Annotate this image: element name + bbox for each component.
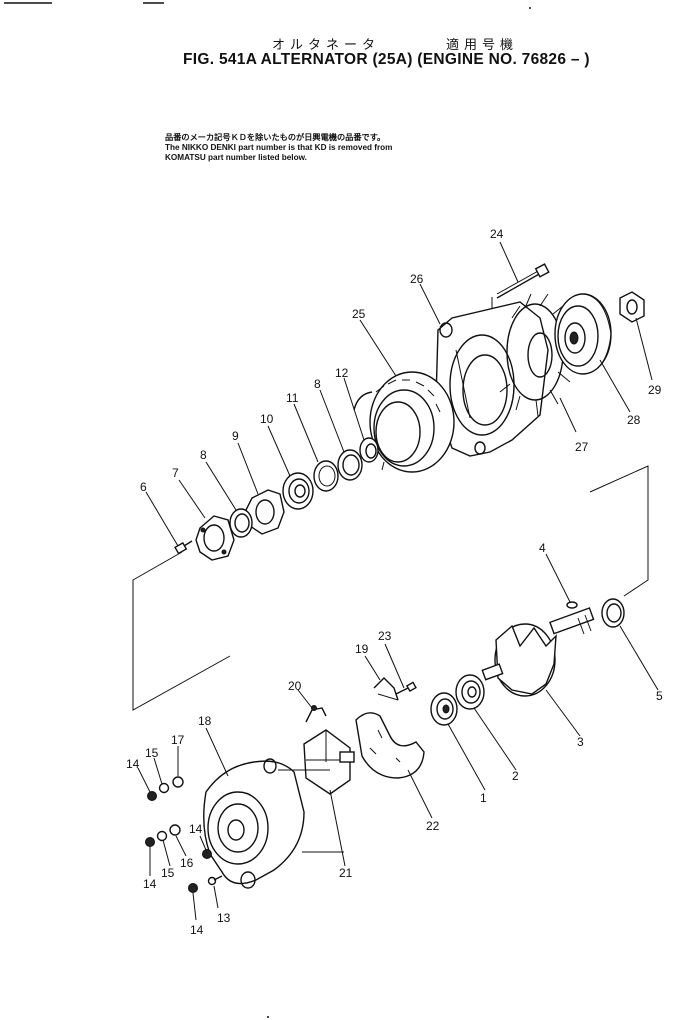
part-insulator-bushing: [172, 776, 184, 788]
note-english-line1: The NIKKO DENKI part number is that KD i…: [165, 143, 393, 152]
callout-10: 10: [260, 412, 274, 426]
part-nut-c: [202, 849, 212, 859]
note-japanese: 品番のメーカ記号ＫＤを除いたものが日興電機の品番です。: [165, 133, 386, 142]
callout-3: 3: [577, 735, 584, 749]
callout-5: 5: [656, 689, 663, 703]
part-collar: [601, 598, 625, 628]
part-bolt: [207, 875, 223, 886]
part-regulator: [303, 729, 355, 795]
callout-labels: 1 2 3 4 5 6 7 8 9 10 11 8 12 13 14 14 14…: [126, 227, 663, 937]
callout-15-b: 15: [161, 866, 175, 880]
part-pulley: [554, 293, 612, 375]
applicable-model-japanese: 適用号機: [446, 37, 519, 52]
callout-6: 6: [140, 480, 147, 494]
callout-4: 4: [539, 541, 546, 555]
part-bushing: [169, 824, 181, 836]
callout-25: 25: [352, 307, 366, 321]
part-small-screw: [395, 681, 417, 695]
part-bearing-cover: [195, 515, 235, 561]
part-seal-ring-lower: [229, 508, 253, 538]
assembly-boundary-lines: [132, 465, 649, 711]
callout-14-a: 14: [126, 757, 140, 771]
part-key: [566, 601, 578, 609]
callout-29: 29: [648, 383, 662, 397]
callout-21: 21: [339, 866, 353, 880]
part-pulley-nut: [619, 291, 645, 323]
callout-28: 28: [627, 413, 641, 427]
callout-8-upper: 8: [314, 377, 321, 391]
callout-18: 18: [198, 714, 212, 728]
part-front-bearing: [282, 472, 314, 510]
callout-14-b: 14: [189, 822, 203, 836]
part-bearing: [430, 692, 458, 726]
callout-9: 9: [232, 429, 239, 443]
part-name-japanese: オルタネータ: [272, 37, 381, 52]
figure-title: FIG. 541A ALTERNATOR (25A) (ENGINE NO. 7…: [183, 51, 590, 68]
note-english-line2: KOMATSU part number listed below.: [165, 153, 307, 162]
part-screw: [174, 540, 193, 555]
callout-14-d: 14: [190, 923, 204, 937]
callout-15-a: 15: [145, 746, 159, 760]
part-rotor: [481, 607, 595, 697]
part-terminal: [305, 705, 327, 723]
part-nut-d: [188, 883, 198, 893]
part-spacer: [359, 437, 379, 463]
callout-7: 7: [172, 466, 179, 480]
callout-1: 1: [480, 791, 487, 805]
callout-11: 11: [286, 391, 299, 405]
part-nut-a: [147, 791, 157, 801]
callout-19: 19: [355, 642, 369, 656]
callout-23: 23: [378, 629, 392, 643]
callout-16: 16: [180, 856, 194, 870]
callout-14-c: 14: [143, 877, 157, 891]
edge-mark: [529, 7, 531, 9]
callout-20: 20: [288, 679, 302, 693]
part-washer: [313, 460, 339, 492]
callout-26: 26: [410, 272, 424, 286]
callout-12: 12: [335, 366, 349, 380]
callout-8-lower: 8: [200, 448, 207, 462]
part-nut-b: [145, 837, 155, 847]
callout-13: 13: [217, 911, 231, 925]
part-rectifier: [355, 712, 425, 779]
leader-lines: [137, 241, 659, 921]
callout-17: 17: [171, 733, 185, 747]
part-seal-ring-upper: [337, 449, 363, 481]
part-spring-washer-b: [156, 830, 168, 842]
edge-mark: [267, 1016, 269, 1018]
callout-22: 22: [426, 819, 440, 833]
part-through-bolt: [491, 263, 550, 310]
callout-2: 2: [512, 769, 519, 783]
callout-27: 27: [575, 440, 589, 454]
part-lead-bracket: [373, 677, 399, 701]
part-spring-washer: [158, 782, 170, 794]
part-stator: [353, 371, 455, 473]
callout-24: 24: [490, 227, 504, 241]
part-rear-bearing: [455, 674, 485, 710]
